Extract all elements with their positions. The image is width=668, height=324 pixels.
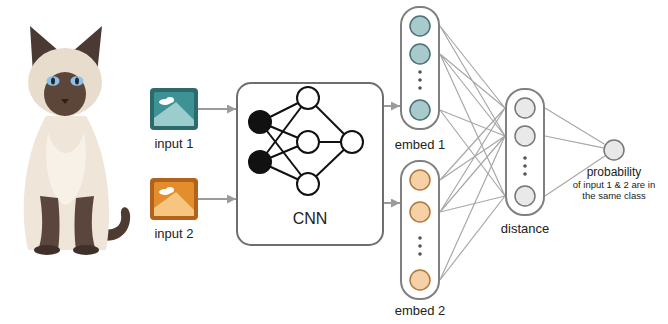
embedding-vector-shape: [400, 160, 440, 300]
cat-head: [28, 48, 102, 116]
embedding-vector: embed 1: [400, 6, 440, 130]
output-neuron-shape: [603, 139, 625, 161]
node-label: embed 2: [395, 303, 446, 319]
cat-eye: [71, 76, 84, 86]
input-image-icon-shape: [150, 178, 198, 220]
cat-leg: [38, 196, 60, 250]
vector-unit: [410, 270, 430, 290]
cat-chest: [46, 132, 86, 205]
node-label: CNN: [293, 209, 328, 228]
vector-unit: [515, 126, 535, 146]
cat-paw: [34, 245, 60, 255]
node-label: input 1: [154, 136, 193, 152]
node-label: embed 1: [395, 137, 446, 153]
node-label: input 2: [154, 226, 193, 242]
vector-unit: [515, 98, 535, 118]
cat-eye: [47, 76, 60, 86]
vector-unit: [410, 170, 430, 190]
cat-nose: [61, 99, 69, 104]
vector-unit: [410, 100, 430, 120]
cnn-box: CNN: [236, 82, 384, 246]
embedding-vector-shape: [400, 6, 440, 130]
connection-lines: [440, 26, 505, 196]
node-caption: of input 1 & 2 are in the same class: [566, 180, 662, 202]
input-image-icon: input 2: [150, 178, 198, 220]
flow-arrow: [384, 202, 400, 204]
distance-vector-shape: [505, 88, 545, 216]
vector-unit: [410, 44, 430, 64]
vector-unit: [410, 16, 430, 36]
embedding-vector: embed 2: [400, 160, 440, 300]
cat-pupil: [75, 78, 79, 85]
flow-arrow: [198, 108, 236, 110]
flow-arrow: [198, 198, 236, 200]
node-label: distance: [501, 221, 549, 237]
cat-leg: [75, 196, 97, 250]
vector-unit: [515, 186, 535, 206]
distance-vector: distance: [505, 88, 545, 216]
cat-pupil: [51, 78, 55, 85]
neural-net-icon: [249, 87, 363, 195]
input-image-icon: input 1: [150, 88, 198, 130]
input-image-icon-shape: [150, 88, 198, 130]
cat-body: [24, 116, 109, 250]
cat-mask: [44, 72, 86, 116]
node-label: probability: [587, 165, 642, 179]
flow-arrow: [384, 105, 400, 107]
connection-lines: [440, 108, 505, 280]
vector-unit: [410, 202, 430, 222]
cat-paw: [73, 245, 99, 255]
output-neuron: probabilityof input 1 & 2 are in the sam…: [603, 139, 625, 161]
